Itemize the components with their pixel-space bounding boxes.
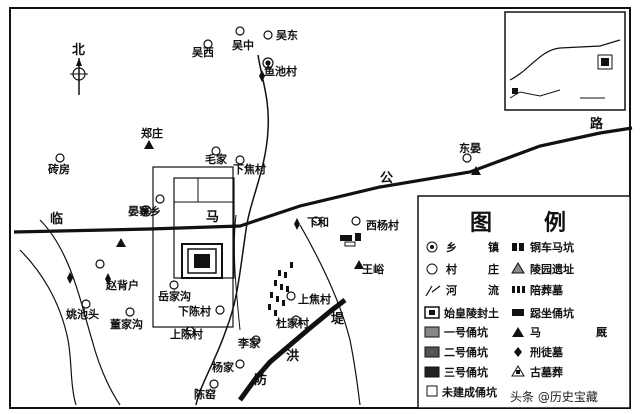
stable-marker-west: [116, 238, 126, 247]
township-icon: [426, 241, 438, 253]
tomb-mound-icon: [424, 306, 440, 319]
ancient-tomb-icon: [511, 365, 525, 377]
legend-title-2: 例: [544, 211, 566, 236]
legend-township-b: 镇: [488, 240, 499, 254]
road-char-4: 路: [590, 116, 604, 132]
legend-unbuilt-pit: 未建成俑坑: [441, 385, 497, 399]
legend-horse-stable-b: 厩: [596, 326, 607, 339]
place-yanzhaixiang: 晏寨乡: [128, 204, 161, 218]
road-char-2: 马: [206, 210, 219, 225]
river-line-east: [195, 54, 270, 406]
place-shangjiaocun: 上焦村: [298, 292, 331, 306]
pit2-icon: [424, 346, 440, 358]
place-wudong: 吴东: [276, 28, 298, 42]
unbuilt-pit-icon: [426, 385, 438, 397]
township-markers: [140, 57, 274, 217]
river-line-west2: [19, 249, 77, 406]
legend-mausoleum-site: 陵园遗址: [530, 262, 574, 276]
road-char-3: 公: [380, 171, 393, 186]
legend-pit2: 二号俑坑: [444, 345, 488, 359]
inset-map: [504, 11, 626, 111]
tomb-mound: [181, 243, 223, 279]
river-icon: [425, 285, 441, 297]
place-wuxi: 吴西: [192, 46, 214, 59]
levee-char-3: 防: [254, 372, 267, 388]
place-shangchencun: 上陈村: [170, 327, 203, 341]
legend-bronze-chariot: 铜车马坑: [529, 240, 574, 254]
legend: 图 例 乡 镇 村 庄 河 流 始皇陵封土 一号俑坑 二号俑坑 三号俑坑 未建成…: [417, 195, 631, 409]
place-wuzhong: 吴中: [232, 38, 254, 52]
horse-figure-pit-icon: [512, 309, 524, 316]
burial-pit-icon: [512, 286, 525, 293]
village-markers: [55, 26, 472, 389]
mausoleum-site-icon: [511, 262, 525, 274]
river-line-west: [39, 219, 121, 406]
place-zhuanfang: 砖房: [48, 162, 70, 176]
levee-char-1: 堤: [331, 311, 345, 327]
road-char-1: 临: [50, 211, 63, 227]
legend-river-a: 河: [446, 283, 457, 297]
place-dongyan: 东晏: [459, 141, 481, 155]
legend-township-a: 乡: [446, 241, 457, 254]
place-wangyu: 王峪: [362, 262, 385, 276]
stream-line-center: [233, 214, 241, 331]
legend-convict-tomb: 刑徒墓: [530, 345, 564, 359]
place-yuejiagou: 岳家沟: [158, 289, 191, 303]
legend-village-b: 庄: [488, 262, 499, 276]
place-yangjia: 杨家: [212, 360, 235, 374]
place-dujiacun: 杜家村: [276, 316, 309, 330]
place-xiajiaocun-n: 下焦村: [233, 162, 266, 176]
legend-horse-stable-a: 马: [530, 326, 541, 339]
main-road: [13, 126, 633, 234]
horse-stable-icon: [512, 327, 524, 337]
place-yaochitou: 姚池头: [65, 307, 99, 321]
place-lijia: 李家: [237, 336, 261, 350]
legend-river-b: 流: [488, 283, 499, 297]
place-chenyao: 陈窑: [194, 387, 216, 401]
legend-pit1: 一号俑坑: [444, 325, 488, 339]
stable-marker-zhengzhuang: [144, 140, 154, 149]
stream-line-south: [299, 224, 361, 406]
pit-cluster-xiahe: [340, 233, 361, 247]
legend-burial-pit: 陪葬墓: [530, 283, 564, 297]
place-maojia: 毛家: [205, 152, 228, 166]
legend-tomb-mound: 始皇陵封土: [444, 306, 499, 320]
legend-horse-figure-pit: 跽坐俑坑: [530, 306, 574, 320]
place-xiachencun: 下陈村: [178, 304, 211, 318]
ancient-tomb-marker-4: [294, 218, 300, 230]
legend-village-a: 村: [446, 262, 457, 276]
ancient-tomb-marker-3: [259, 70, 265, 82]
ancient-tomb-marker-2: [105, 273, 111, 285]
ancient-tomb-marker-1: [67, 272, 73, 284]
legend-ancient-tomb: 古墓葬: [530, 365, 563, 379]
legend-title-1: 图: [470, 211, 492, 236]
levee-char-2: 洪: [286, 348, 299, 364]
burial-pit-cluster: [268, 262, 293, 316]
pit3-icon: [424, 366, 440, 378]
place-zhengzhuang: 郑庄: [141, 126, 163, 140]
stable-marker-dongyan: [471, 166, 481, 175]
pit1-icon: [424, 326, 440, 338]
flood-levee: [237, 298, 347, 402]
place-dongjiagou: 董家沟: [110, 317, 143, 331]
convict-tomb-icon: [514, 347, 522, 357]
village-icon: [426, 263, 438, 275]
north-label: 北: [72, 43, 85, 58]
bronze-chariot-pit-icon: [512, 243, 524, 251]
place-xiahe: 下和: [307, 215, 329, 229]
place-zhaobeihu: 赵背户: [105, 278, 139, 292]
place-xiyangcun: 西杨村: [366, 218, 399, 232]
north-arrow: 北: [70, 43, 88, 95]
stable-marker-wangyu: [354, 260, 364, 269]
legend-pit3: 三号俑坑: [444, 365, 488, 379]
place-yuchicun: 鱼池村: [264, 64, 297, 78]
outer-wall: [152, 166, 234, 328]
watermark: 头条 @历史宝藏: [510, 390, 598, 404]
